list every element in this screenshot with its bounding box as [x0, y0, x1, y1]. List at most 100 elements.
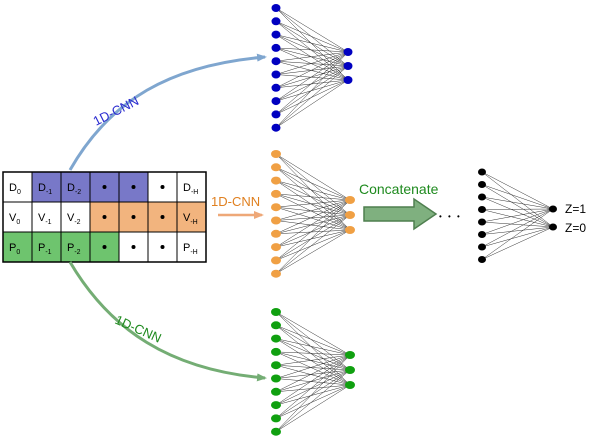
input-neuron	[271, 427, 281, 436]
network-edge	[481, 196, 554, 228]
input-neuron	[271, 361, 281, 370]
network-edge	[481, 209, 554, 228]
network-edge	[275, 206, 351, 216]
network-edge	[275, 180, 351, 201]
network-edge	[275, 338, 351, 356]
network-edge	[275, 47, 349, 67]
network-edge	[275, 21, 349, 67]
grid-cell-dot	[147, 201, 178, 233]
network-edge	[275, 199, 351, 235]
network-edge	[275, 65, 349, 128]
network-edge	[275, 384, 351, 419]
network-edge	[275, 351, 351, 371]
network-edge	[275, 34, 349, 67]
input-neuron	[271, 43, 281, 52]
network-edge	[275, 79, 349, 89]
grid-dot	[131, 185, 136, 189]
network-edge	[481, 226, 554, 235]
network-edge	[275, 79, 349, 128]
network-edge	[275, 199, 351, 248]
grid-cell-dot	[118, 231, 149, 263]
network-edge	[275, 325, 351, 356]
grid-cell: P0	[2, 231, 33, 263]
network-edge	[275, 51, 349, 75]
network-edge	[481, 184, 554, 228]
arrow-to-green-cnn	[68, 261, 267, 382]
network-edge	[275, 214, 351, 261]
network-edge	[275, 199, 351, 261]
output-neuron	[345, 196, 355, 204]
network-edge	[275, 47, 349, 81]
grid-cell-dot	[89, 231, 120, 263]
network-edge	[275, 338, 351, 371]
input-neuron	[271, 387, 281, 396]
output-label-z0: Z=0	[565, 221, 586, 235]
grid-cell-dot	[147, 171, 178, 203]
input-neuron	[478, 206, 486, 213]
network-edge	[275, 325, 351, 371]
network-edge	[275, 206, 351, 231]
network-edge	[275, 153, 351, 231]
network-edge	[275, 193, 351, 216]
network-edge	[275, 180, 351, 216]
input-neuron	[271, 4, 281, 12]
network-edge	[275, 199, 351, 274]
grid-dot	[160, 215, 165, 219]
network-edge	[275, 378, 351, 386]
arrow-to-blue-cnn	[68, 53, 267, 171]
input-neuron	[271, 97, 281, 106]
input-neuron	[478, 243, 486, 251]
output-neuron	[345, 211, 355, 219]
network-edge	[275, 21, 349, 81]
output-neuron	[343, 76, 353, 84]
network-edge	[275, 214, 351, 274]
network-edge	[275, 384, 351, 393]
network-edge	[275, 229, 351, 261]
grid-cell-label: P0	[9, 242, 20, 256]
network-edge	[275, 354, 351, 379]
network-edge	[275, 354, 351, 366]
network-edge	[481, 221, 554, 228]
neural-network-final	[478, 168, 557, 263]
network-edge	[275, 167, 351, 201]
network-edge	[275, 384, 351, 432]
input-neuron	[271, 176, 281, 185]
network-edge	[275, 229, 351, 274]
network-edge	[275, 167, 351, 231]
network-edge	[275, 51, 349, 102]
network-edge	[275, 47, 349, 53]
network-edge	[481, 208, 554, 248]
input-neuron	[271, 83, 281, 92]
input-neuron	[271, 256, 281, 265]
grid-cell: P-2	[60, 231, 91, 263]
grid-dot	[102, 215, 107, 219]
output-neuron	[345, 351, 355, 359]
network-edge	[275, 7, 349, 81]
neural-network-orange	[271, 150, 355, 278]
grid-cell: V-1	[31, 201, 62, 233]
input-neuron	[271, 110, 281, 119]
cnn-label-middle: 1D-CNN	[211, 194, 260, 209]
network-edge	[481, 208, 554, 235]
input-neuron	[271, 308, 281, 316]
network-edge	[481, 226, 554, 248]
grid-dot	[131, 245, 136, 249]
input-neuron	[271, 150, 281, 158]
output-neuron	[549, 223, 557, 231]
grid-cell-dot	[118, 171, 149, 203]
output-neuron	[345, 226, 355, 234]
network-edge	[275, 51, 349, 62]
network-edge	[275, 229, 351, 248]
grid-dot	[131, 215, 136, 219]
network-edge	[481, 171, 554, 228]
network-edge	[275, 51, 349, 89]
input-neuron	[478, 218, 486, 226]
ellipsis-dots: • • •	[439, 212, 462, 221]
network-edge	[275, 311, 351, 386]
input-neuron	[271, 17, 281, 26]
grid-dot	[102, 245, 107, 249]
network-edge	[275, 51, 349, 115]
network-edge	[275, 79, 349, 102]
network-edge	[275, 79, 349, 115]
